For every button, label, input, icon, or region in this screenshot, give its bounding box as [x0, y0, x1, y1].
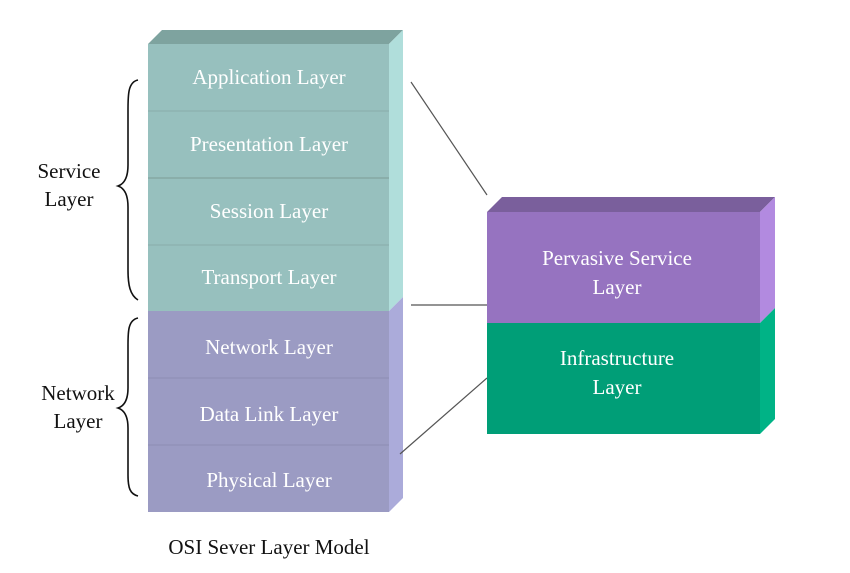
mapped-stack: Pervasive Service Layer Infrastructure L…	[487, 197, 775, 434]
network-side-face	[389, 297, 403, 512]
service-group-label-line1: Service	[38, 159, 101, 183]
infrastructure-side-face	[760, 308, 775, 434]
service-brace	[115, 79, 139, 301]
service-side-face	[389, 30, 403, 311]
network-group: Network Layer	[41, 317, 139, 497]
diagram-caption: OSI Sever Layer Model	[168, 535, 369, 559]
infrastructure-label-line1: Infrastructure	[560, 346, 674, 370]
network-group-label-line2: Layer	[54, 409, 103, 433]
service-group: Service Layer	[38, 79, 139, 301]
layer-data-link: Data Link Layer	[200, 402, 339, 426]
layer-network: Network Layer	[205, 335, 333, 359]
layer-session: Session Layer	[210, 199, 328, 223]
network-brace	[115, 317, 139, 497]
pervasive-label-line2: Layer	[593, 275, 642, 299]
pervasive-top-face	[487, 197, 775, 212]
layer-transport: Transport Layer	[201, 265, 336, 289]
stack-top-face	[148, 30, 403, 44]
network-front-face	[148, 311, 389, 512]
service-group-label-line2: Layer	[45, 187, 94, 211]
connector-application-to-pervasive	[410, 81, 488, 196]
layer-physical: Physical Layer	[206, 468, 331, 492]
pervasive-front-face	[487, 212, 760, 323]
network-group-label-line1: Network	[41, 381, 115, 405]
connector-physical-to-infrastructure	[399, 377, 488, 455]
pervasive-side-face	[760, 197, 775, 323]
layer-application: Application Layer	[192, 65, 345, 89]
layer-presentation: Presentation Layer	[190, 132, 348, 156]
infrastructure-front-face	[487, 323, 760, 434]
pervasive-label-line1: Pervasive Service	[542, 246, 692, 270]
osi-stack: Application Layer Presentation Layer Ses…	[148, 30, 403, 512]
infrastructure-label-line2: Layer	[593, 375, 642, 399]
